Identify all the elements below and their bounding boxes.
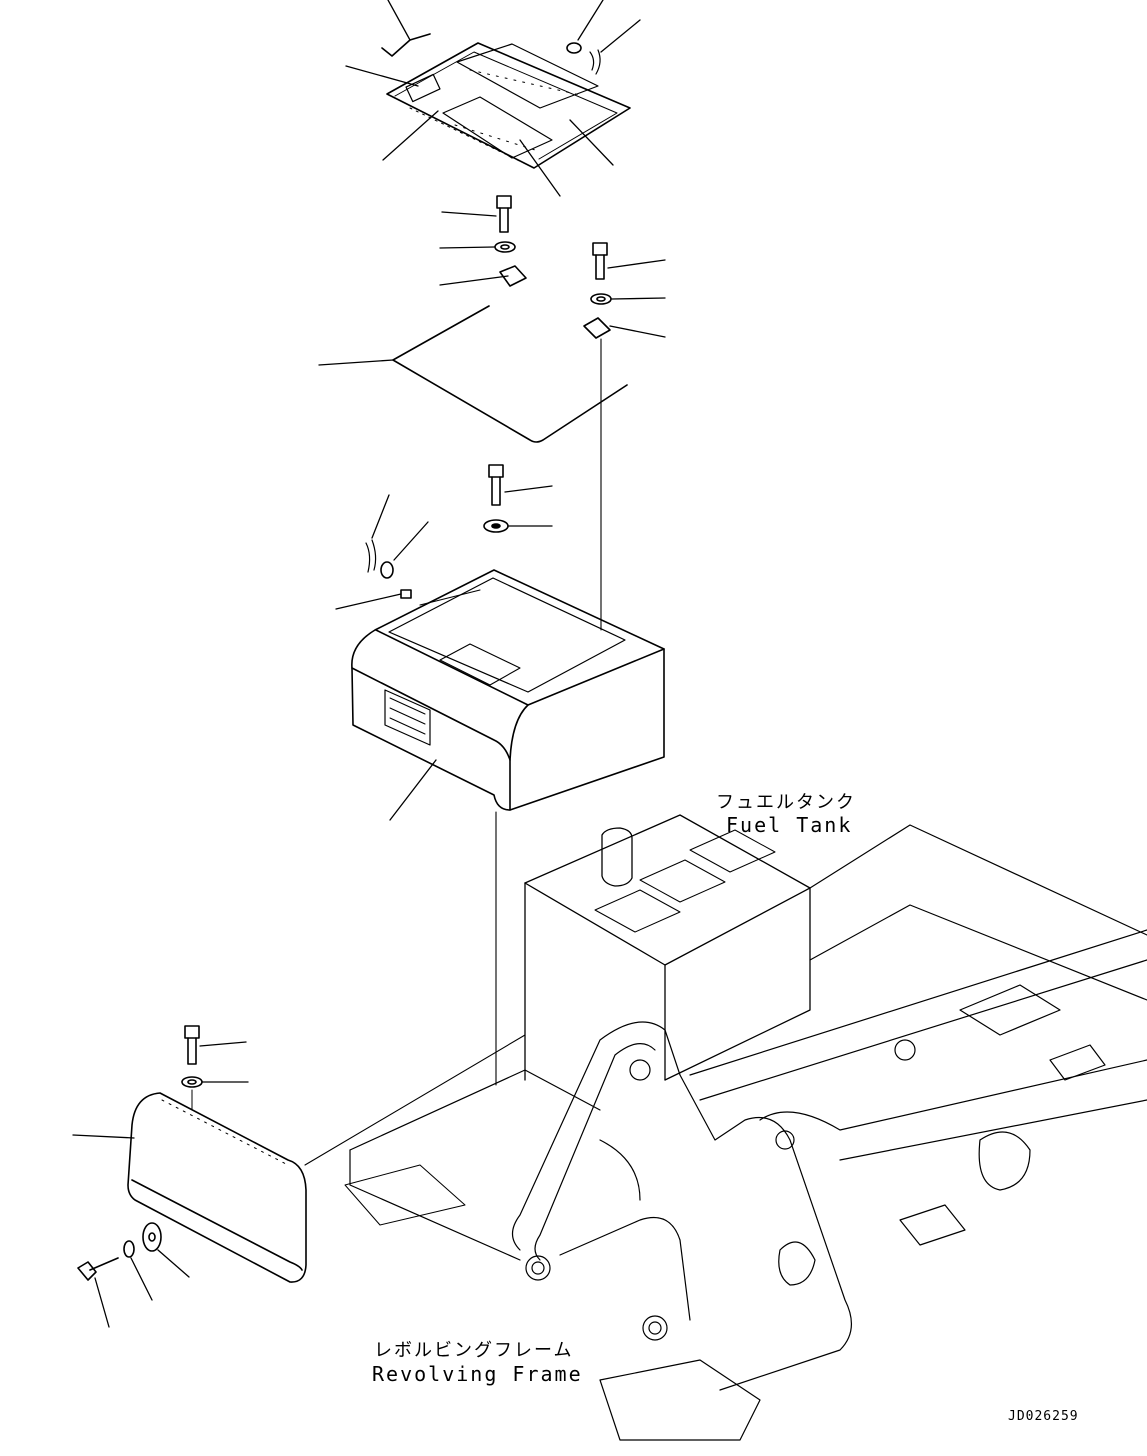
middle-fasteners [483,464,509,533]
gasket-sheet [392,305,628,443]
fuel-tank [524,814,811,1081]
cover-rod [381,33,431,57]
revolving-frame-label-jp: レボルビングフレーム [374,1340,574,1361]
side-pin [365,539,377,573]
fuel-tank-label-jp: フュエルタンク [716,792,856,813]
front-cover-alignment-line [304,1034,526,1166]
small-block [400,589,412,599]
top-pin [589,49,601,75]
revolving-frame [344,824,1147,1441]
right-upper-fasteners [583,242,612,339]
fuel-tank-label-en: Fuel Tank [726,813,853,837]
top-washer [566,42,582,54]
left-upper-fasteners [494,195,527,287]
leader-lines [72,0,666,1328]
front-cover [127,1092,307,1283]
front-cover-bottom-fasteners [77,1222,162,1281]
battery-box [351,569,665,811]
front-cover-top-fasteners [181,1025,203,1111]
side-washer [380,561,394,579]
revolving-frame-label-en: Revolving Frame [372,1362,583,1386]
drawing-id: JD026259 [1008,1409,1079,1424]
